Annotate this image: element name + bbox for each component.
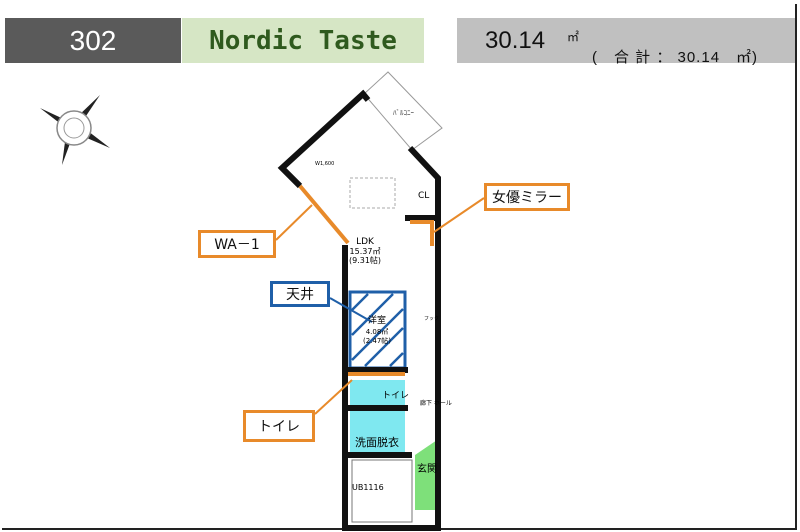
property-name: Nordic Taste xyxy=(182,18,424,63)
callout-ceiling: 天井 xyxy=(270,281,330,307)
ceiling-hatch xyxy=(351,293,404,367)
hook-label: フック xyxy=(424,316,439,322)
western-label: 洋室 xyxy=(368,314,386,326)
washroom-label: 洗面脱衣 xyxy=(355,435,399,449)
ldk-tatami: (9.31帖) xyxy=(349,255,381,265)
hall-label: 廊下 ホール xyxy=(420,399,452,407)
balcony-label: ﾊﾞﾙｺﾆｰ xyxy=(393,109,414,117)
callout-toilet: トイレ xyxy=(243,410,315,442)
accent-walls xyxy=(298,184,434,376)
unit-number: 302 xyxy=(5,18,181,63)
ldk-area: 15.37㎡ xyxy=(350,247,381,256)
area-unit: ㎡ xyxy=(567,30,580,44)
area-value: 30.14 xyxy=(485,27,546,54)
walls xyxy=(277,89,441,531)
washroom xyxy=(350,410,405,452)
bathroom xyxy=(351,459,413,523)
western-tatami: (2.47帖) xyxy=(363,336,391,345)
compass-icon xyxy=(40,95,110,165)
balcony xyxy=(363,71,443,151)
ldk-label: LDK xyxy=(356,237,375,247)
closet-label: CL xyxy=(418,191,429,201)
kitchen-island xyxy=(349,177,396,209)
kitchen-width: W1,600 xyxy=(315,161,334,167)
bath-label: UB1116 xyxy=(352,483,384,492)
entrance-label: 玄関 xyxy=(417,462,437,475)
entrance xyxy=(415,438,440,510)
total-area: ( 合 計 ： 30.14 ㎡) xyxy=(592,49,759,66)
callout-wa1: WA－1 xyxy=(198,230,276,258)
western-room xyxy=(348,290,407,370)
toilet-label: トイレ xyxy=(382,391,409,401)
area-box: 30.14 ㎡ ( 合 計 ： 30.14 ㎡) xyxy=(457,18,795,66)
callout-mirror: 女優ミラー xyxy=(484,183,570,211)
toilet-room xyxy=(350,380,405,406)
western-area: 4.08㎡ xyxy=(366,328,389,336)
